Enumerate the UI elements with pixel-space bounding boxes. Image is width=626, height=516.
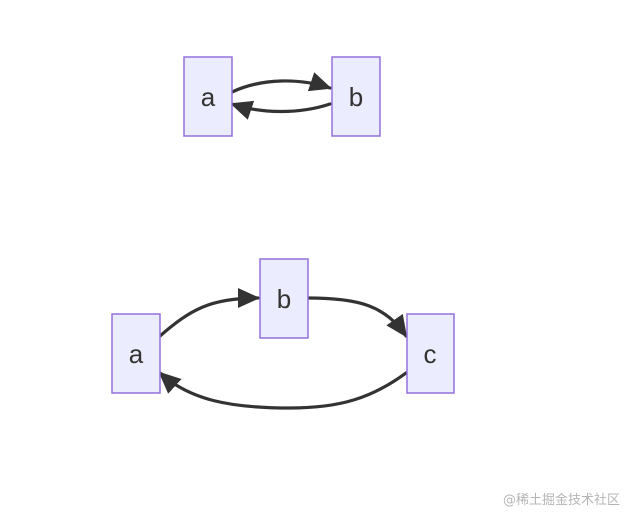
edge-a-to-b [230,72,332,94]
edge-c-to-a [158,371,408,410]
node-b-label: b [349,82,363,112]
node-c[interactable]: c [406,313,455,394]
edge-a-to-b [158,288,260,338]
node-b[interactable]: b [331,56,381,137]
node-a-label: a [129,339,144,369]
node-b[interactable]: b [259,258,309,339]
node-a-label: a [201,82,216,112]
diagram-1: a b [183,56,381,137]
edge-b-to-a [230,100,332,120]
node-a[interactable]: a [183,56,233,137]
node-c-label: c [424,339,437,369]
diagram-2: a b c [111,258,455,410]
node-b-label: b [277,284,291,314]
edge-b-to-c [306,296,408,338]
watermark: @稀土掘金技术社区 [502,493,620,508]
node-a[interactable]: a [111,313,161,394]
